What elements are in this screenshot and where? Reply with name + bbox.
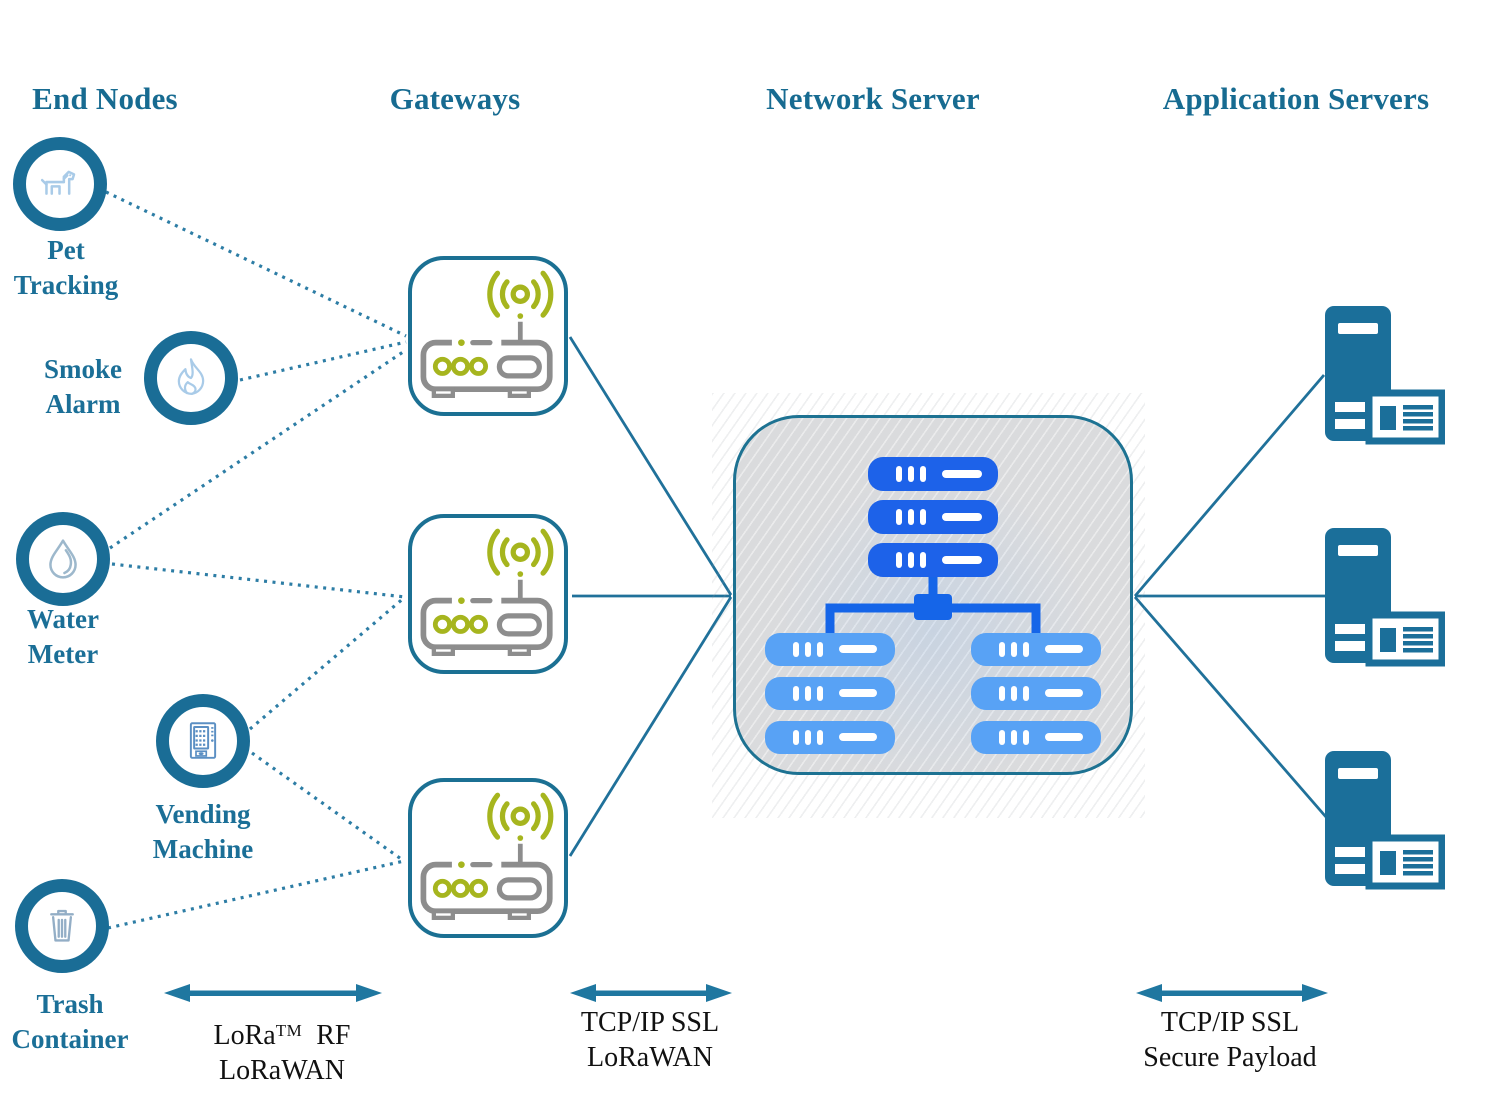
- router-wifi-icon: [420, 270, 554, 398]
- protocol-label-lora: LoRaTM RF LoRaWAN: [213, 1020, 351, 1086]
- server-tower-icon: [1325, 528, 1446, 667]
- end-node-label: Pet Tracking: [13, 235, 119, 300]
- gateway-1: [408, 256, 568, 416]
- link-trash-gateway3: [107, 859, 405, 930]
- gateway-3: [408, 778, 568, 938]
- application-server-1: [1325, 306, 1446, 446]
- vending-machine-icon: [189, 722, 217, 759]
- application-server-2: [1325, 528, 1446, 668]
- trash-icon: [50, 909, 74, 942]
- link-vending-gateway2: [248, 595, 407, 731]
- router-wifi-icon: [420, 528, 554, 656]
- link-vending-gateway3: [251, 751, 405, 863]
- router-wifi-icon: [420, 792, 554, 920]
- network-server-box: [733, 415, 1133, 775]
- water-drop-icon: [49, 539, 77, 579]
- end-node-vending-machine: [156, 694, 250, 788]
- flame-icon: [177, 358, 205, 395]
- double-arrow-icon: [570, 984, 732, 1002]
- end-node-label: Trash Container: [11, 989, 129, 1054]
- protocol-label-tcpip-secure: TCP/IP SSL Secure Payload: [1143, 1007, 1317, 1073]
- link-pet-gateway1: [105, 190, 407, 338]
- dog-icon: [40, 170, 76, 195]
- right-server-stack: [971, 633, 1101, 754]
- left-server-stack: [765, 633, 895, 754]
- link-gateway1-ns: [568, 336, 733, 596]
- end-node-label: Water Meter: [27, 604, 99, 669]
- header-end-nodes: End Nodes: [32, 81, 178, 116]
- link-smoke-gateway1: [239, 340, 407, 382]
- link-gateway3-ns: [568, 596, 733, 857]
- end-node-trash-container: [15, 879, 109, 973]
- gateway-2: [408, 514, 568, 674]
- server-tower-icon: [1325, 751, 1446, 890]
- double-arrow-icon: [1136, 984, 1328, 1002]
- end-node-pet-tracking: [13, 137, 107, 231]
- server-tower-icon: [1325, 306, 1446, 445]
- header-gateways: Gateways: [389, 81, 521, 116]
- server-cluster-icon: [765, 457, 1101, 754]
- end-node-label: Smoke Alarm: [43, 354, 122, 419]
- header-network-server: Network Server: [766, 81, 980, 116]
- end-node-label: Vending Machine: [152, 799, 254, 864]
- header-application-servers: Application Servers: [1162, 81, 1430, 116]
- application-server-3: [1325, 751, 1446, 891]
- protocol-label-tcpip-lorawan: TCP/IP SSL LoRaWAN: [580, 1007, 720, 1073]
- link-ns-appserver3: [1133, 596, 1328, 818]
- top-server-stack: [868, 457, 998, 577]
- double-arrow-icon: [164, 984, 382, 1002]
- end-node-water-meter: [16, 512, 110, 606]
- link-water-gateway2: [111, 562, 406, 599]
- link-ns-appserver1: [1133, 374, 1326, 597]
